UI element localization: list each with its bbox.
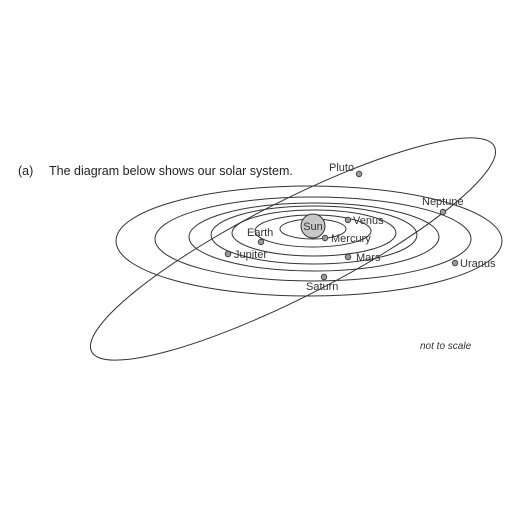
orbit-uranus	[115, 185, 503, 297]
planet-pluto	[355, 170, 363, 178]
planet-mars	[344, 253, 352, 261]
planet-mercury	[321, 234, 329, 242]
label-saturn: Saturn	[306, 281, 338, 293]
question-part-label: (a)	[18, 164, 34, 178]
not-to-scale-note: not to scale	[420, 341, 472, 352]
sun-label: Sun	[303, 221, 323, 233]
label-mercury: Mercury	[331, 233, 371, 245]
question-text: The diagram below shows our solar system…	[49, 164, 293, 178]
label-earth: Earth	[247, 227, 273, 239]
label-mars: Mars	[356, 252, 381, 264]
planet-neptune	[439, 208, 447, 216]
planet-jupiter	[224, 250, 232, 258]
orbit-mars	[210, 205, 418, 265]
orbit-neptune	[89, 137, 497, 361]
label-jupiter: Jupiter	[234, 249, 267, 261]
planet-venus	[344, 216, 352, 224]
label-venus: Venus	[353, 215, 384, 227]
planet-saturn	[320, 273, 328, 281]
label-pluto: Pluto	[329, 162, 354, 174]
planet-uranus	[451, 259, 459, 267]
label-uranus: Uranus	[460, 258, 496, 270]
orbit-saturn	[154, 196, 472, 282]
question-stem: (a) The diagram below shows our solar sys…	[18, 164, 293, 178]
orbit-earth	[231, 209, 397, 257]
label-neptune: Neptune	[422, 196, 464, 208]
sun: Sun	[300, 213, 326, 239]
planet-earth	[257, 238, 265, 246]
orbit-jupiter	[188, 202, 440, 272]
